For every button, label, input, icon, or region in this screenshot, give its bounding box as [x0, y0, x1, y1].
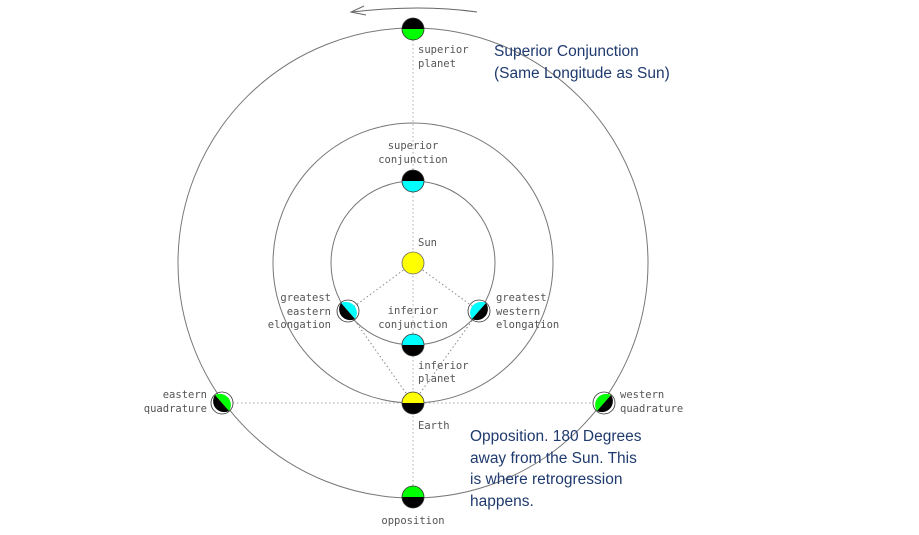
earth-to-east-elongation-line	[347, 310, 414, 404]
label-eastern-quadrature-line2: quadrature	[144, 403, 207, 415]
sun	[401, 251, 425, 275]
arrow-head-icon	[349, 5, 367, 16]
label-greatest-western-elongation-line2: western	[496, 306, 540, 318]
superior-planet-conjunction	[401, 17, 425, 41]
label-sun: Sun	[418, 237, 437, 249]
inferior-planet-superior-conjunction	[401, 169, 425, 193]
label-greatest-eastern-elongation-line3: elongation	[268, 319, 331, 331]
sun-to-east-elongation-line	[347, 262, 414, 312]
orbit-direction-arrow	[351, 7, 478, 13]
label-eastern-quadrature-line1: eastern	[163, 389, 207, 401]
label-greatest-western-elongation-line3: elongation	[496, 319, 559, 331]
label-superior-planet-line1: superior	[418, 44, 469, 56]
opposition-planet	[401, 485, 425, 509]
label-inferior-planet-line2: planet	[418, 373, 456, 385]
label-western-quadrature-line2: quadrature	[620, 403, 683, 415]
label-superior-conjunction-line2: conjunction	[378, 154, 448, 166]
western-quadrature-planet	[592, 391, 616, 415]
sun-to-west-elongation-line	[412, 262, 480, 312]
greatest-western-elongation-planet	[467, 299, 491, 323]
earth-to-west-elongation-line	[412, 310, 480, 404]
label-greatest-eastern-elongation-line2: eastern	[287, 306, 331, 318]
greatest-eastern-elongation-planet	[336, 299, 360, 323]
label-superior-conjunction-line1: superior	[388, 140, 439, 152]
label-greatest-eastern-elongation-line1: greatest	[280, 292, 331, 304]
label-greatest-western-elongation-line1: greatest	[496, 292, 547, 304]
label-inferior-conjunction-line1: inferior	[388, 305, 439, 317]
label-inferior-planet-line1: inferior	[418, 360, 469, 372]
earth	[401, 391, 425, 415]
label-superior-planet-line2: planet	[418, 58, 456, 70]
label-earth: Earth	[418, 420, 450, 432]
label-inferior-conjunction-line2: conjunction	[378, 319, 448, 331]
label-western-quadrature-line1: western	[620, 389, 664, 401]
superior-conjunction-annotation: Superior Conjunction (Same Longitude as …	[494, 43, 670, 82]
eastern-quadrature-planet	[210, 391, 234, 415]
inferior-planet-inferior-conjunction	[401, 333, 425, 357]
label-opposition: opposition	[381, 515, 444, 527]
opposition-annotation: Opposition. 180 Degrees away from the Su…	[470, 428, 642, 510]
